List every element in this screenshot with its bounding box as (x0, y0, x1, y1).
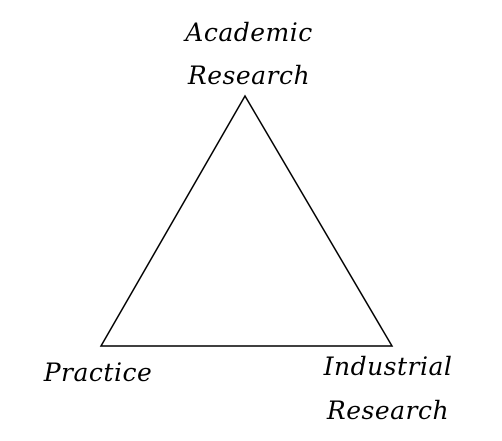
vertex-label-bottom-right-line2: Research (326, 396, 449, 425)
vertex-academic-research: Academic Research (183, 18, 312, 90)
vertex-label-top-line1: Academic (183, 18, 312, 47)
vertex-practice: Practice (43, 358, 153, 387)
triangle-shape (99, 94, 394, 347)
vertex-industrial-research: Industrial Research (323, 352, 453, 425)
vertex-label-top-line2: Research (187, 61, 310, 90)
vertex-label-bottom-right-line1: Industrial (323, 352, 453, 381)
vertex-label-bottom-left: Practice (43, 358, 153, 387)
